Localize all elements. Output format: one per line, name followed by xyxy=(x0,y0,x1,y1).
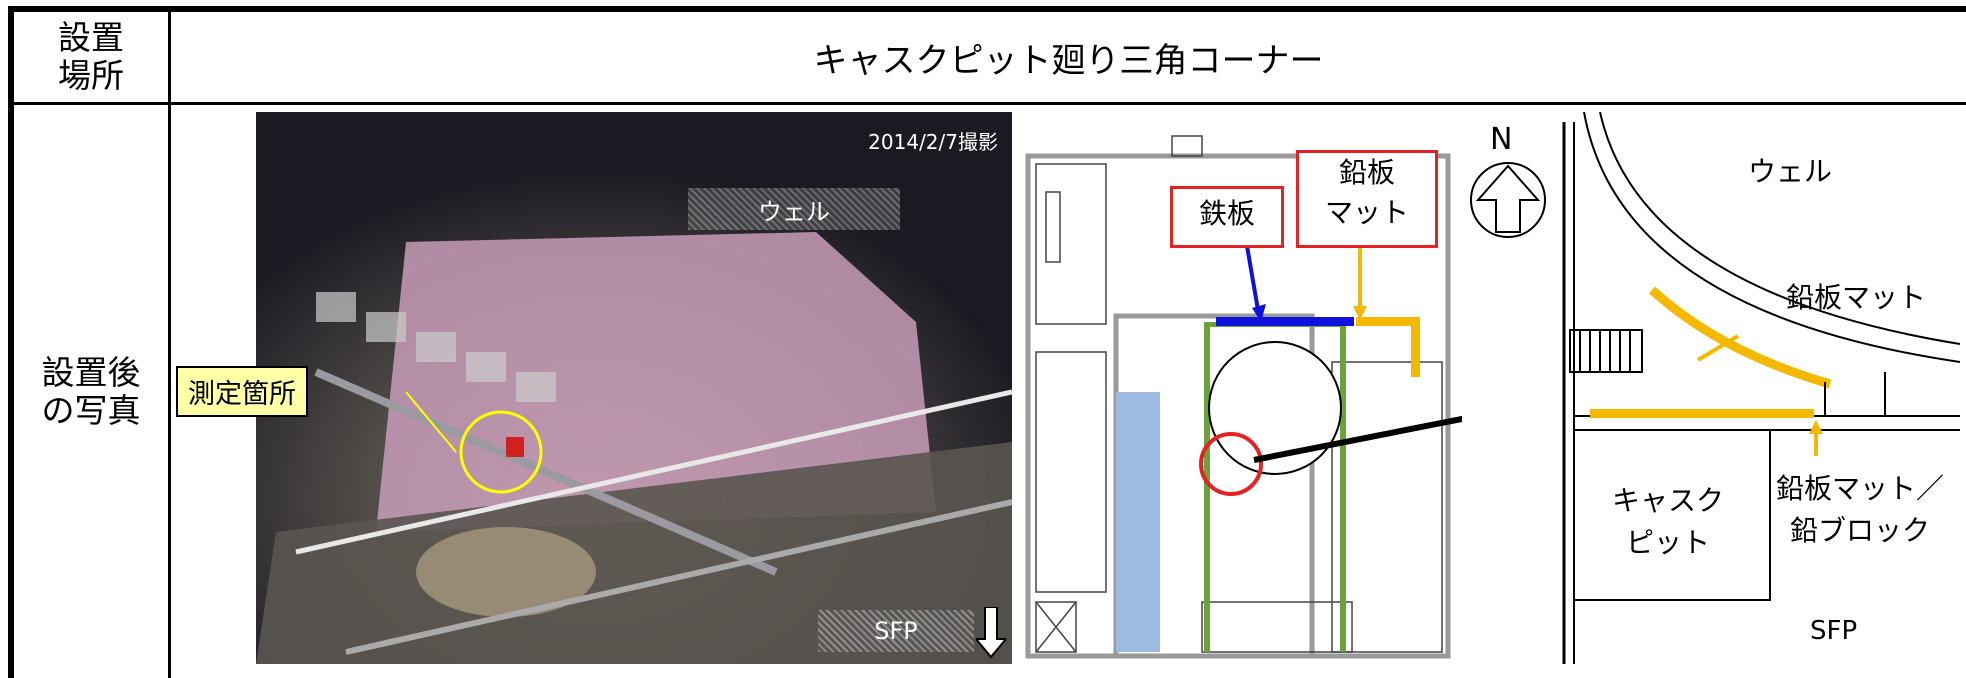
location-title: キャスクピット廻り三角コーナー xyxy=(813,40,1324,81)
table-col-divider xyxy=(168,6,171,678)
cask-circle xyxy=(1208,341,1342,475)
detail-label-well: ウェル xyxy=(1748,155,1833,188)
lead-mat-straight xyxy=(1590,409,1814,418)
plan-label-lead-mat: 鉛板 マット xyxy=(1296,150,1438,248)
table-border-top xyxy=(8,6,1966,12)
row1-value-cell: キャスクピット廻り三角コーナー xyxy=(171,12,1966,102)
site-photo: 2014/2/7撮影 ウェル SFP xyxy=(256,112,1012,664)
measurement-location-callout: 測定箇所 xyxy=(176,366,308,417)
location-header: 設置 場所 xyxy=(58,18,124,95)
row1-header-cell: 設置 場所 xyxy=(14,12,168,102)
highlight-circle xyxy=(1199,432,1263,496)
north-label: N xyxy=(1490,122,1513,157)
lead-mat-side xyxy=(1411,317,1420,377)
arrow-down-icon xyxy=(976,607,1006,659)
callout-arrow xyxy=(1253,415,1462,463)
photo-scene xyxy=(256,112,1012,664)
detail-label-sfp: SFP xyxy=(1810,616,1858,646)
lead-mat-top xyxy=(1356,317,1420,326)
measure-point-marker xyxy=(459,410,543,494)
detail-label-lead-mat: 鉛板マット xyxy=(1786,281,1927,314)
photo-label-well: ウェル xyxy=(688,188,900,230)
plan-label-steel: 鉄板 xyxy=(1170,186,1284,248)
detail-label-cask-pit: キャスク ピット xyxy=(1612,484,1725,559)
floor xyxy=(256,442,1012,664)
photo-label-sfp: SFP xyxy=(818,610,974,652)
handrail xyxy=(345,499,1012,655)
photo-header: 設置後 の写真 xyxy=(41,352,141,430)
stair-rail xyxy=(314,368,778,576)
lead-mat-curve xyxy=(1648,286,1832,389)
detail-schematic xyxy=(1562,112,1960,664)
table-border-left xyxy=(8,6,14,678)
detail-label-lead-mat-block: 鉛板マット／ 鉛ブロック xyxy=(1776,472,1945,547)
steel-plate xyxy=(1216,317,1354,326)
table-border-mid xyxy=(8,102,1966,105)
frame-right xyxy=(1340,322,1346,652)
frame-left xyxy=(1204,322,1210,652)
pool-area xyxy=(1116,392,1160,652)
row2-header-cell: 設置後 の写真 xyxy=(14,105,168,678)
rope xyxy=(295,389,1012,555)
north-arrow-icon xyxy=(1470,162,1546,238)
plan-schematic xyxy=(1025,135,1462,659)
photo-date-stamp: 2014/2/7撮影 xyxy=(868,130,998,154)
